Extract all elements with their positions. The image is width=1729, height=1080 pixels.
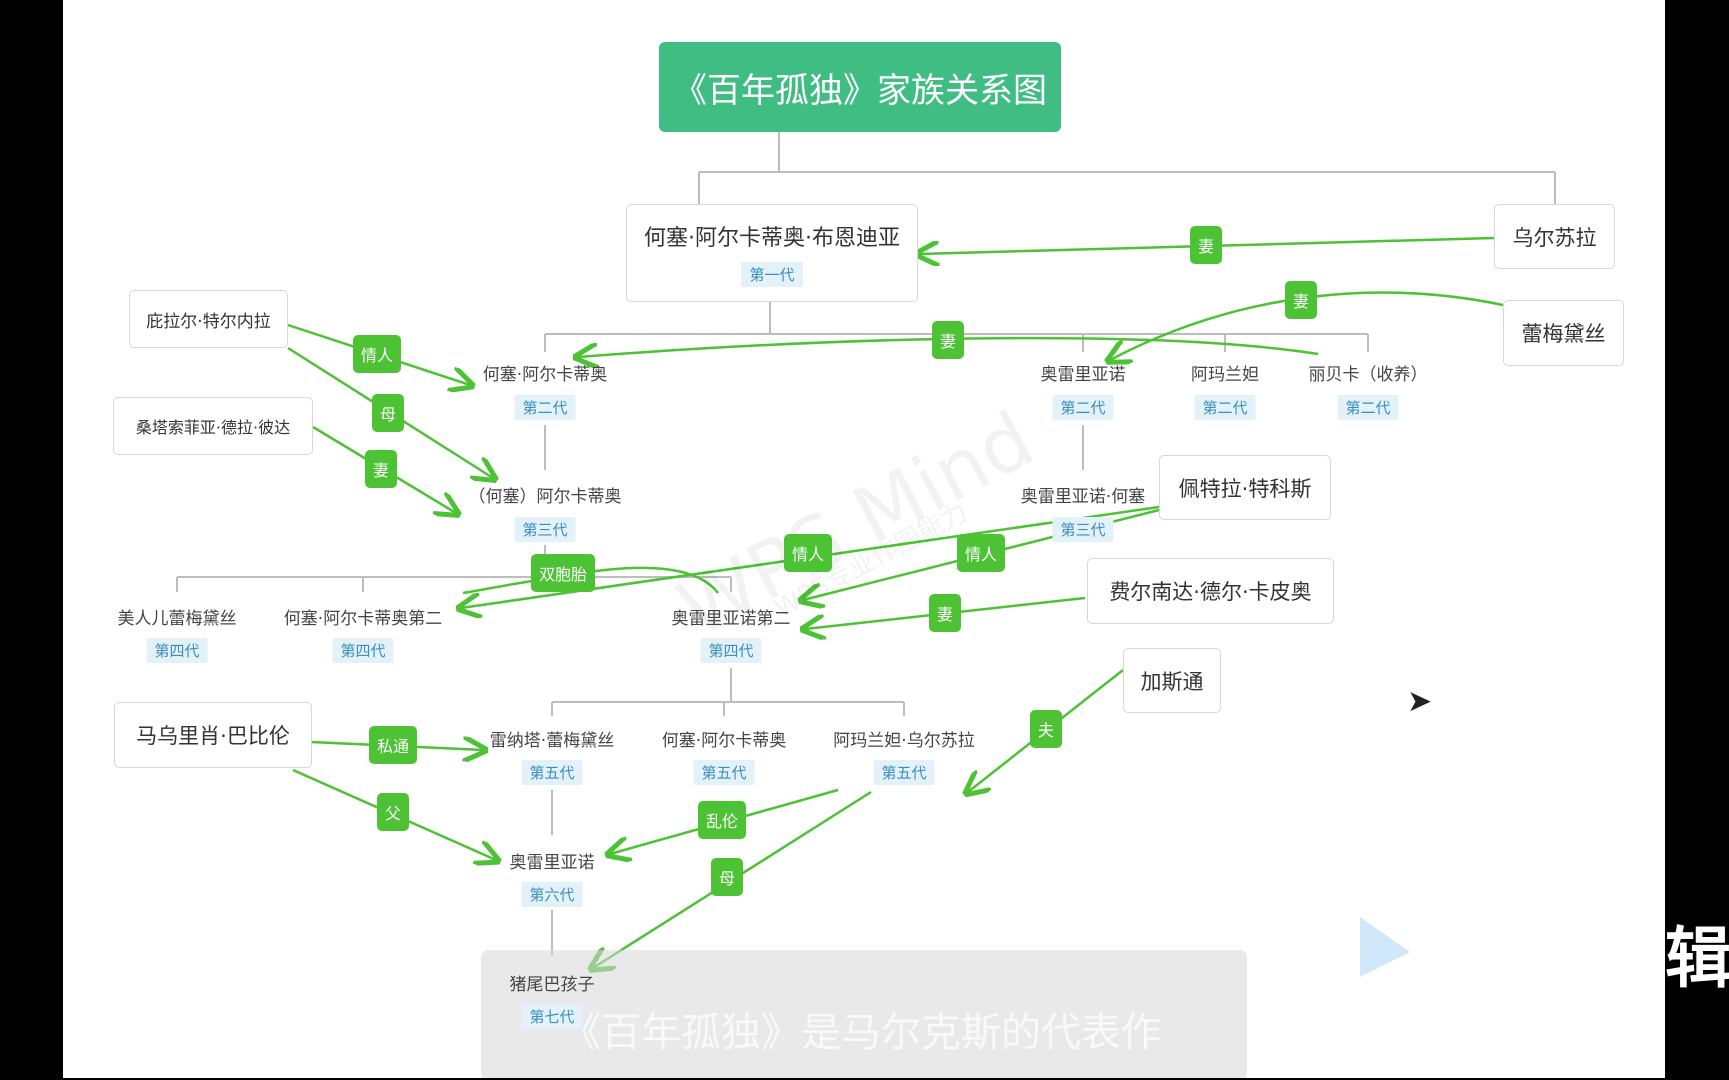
node-ja4[interactable]: 何塞·阿尔卡蒂奥第二	[283, 609, 443, 629]
gen-tag: 第二代	[1194, 395, 1256, 420]
node-amaranta5[interactable]: 阿玛兰妲·乌尔苏拉	[833, 731, 975, 751]
node-aur4[interactable]: 奥雷里亚诺第二	[671, 609, 791, 629]
node-ja5[interactable]: 何塞·阿尔卡蒂奥	[661, 731, 787, 751]
relation-wife-fernanda: 妻	[928, 594, 962, 632]
node-gaston[interactable]: 加斯通	[1123, 648, 1221, 713]
gen-tag: 第五代	[873, 760, 935, 785]
gen-tag: 第三代	[514, 517, 576, 542]
gen-tag: 第三代	[1052, 517, 1114, 542]
node-remedios4[interactable]: 美人儿蕾梅黛丝	[117, 609, 237, 629]
node-remedios[interactable]: 蕾梅黛丝	[1503, 300, 1624, 366]
node-patriarch-name: 何塞·阿尔卡蒂奥·布恩迪亚	[644, 225, 900, 251]
gen-tag: 第六代	[521, 882, 583, 907]
edge-caption-fragment: 辑	[1665, 920, 1729, 997]
node-aurjose3[interactable]: 奥雷里亚诺·何塞	[1020, 487, 1146, 507]
tree-line	[698, 132, 1556, 204]
diagram-title[interactable]: 《百年孤独》家族关系图	[659, 42, 1061, 132]
gen-tag: 第四代	[146, 638, 208, 663]
node-petra[interactable]: 佩特拉·特科斯	[1159, 455, 1331, 520]
relation-wife-santa: 妻	[364, 450, 398, 488]
node-patriarch[interactable]: 何塞·阿尔卡蒂奥·布恩迪亚 第一代	[626, 204, 918, 302]
relation-mother-pilar: 母	[371, 394, 405, 432]
relation-incest: 乱伦	[697, 801, 747, 839]
relation-lover-petra-2: 情人	[956, 534, 1006, 572]
relation-line	[578, 336, 1319, 357]
gen-tag: 第二代	[1052, 395, 1114, 420]
node-santa-sofia[interactable]: 桑塔索菲亚·德拉·彼达	[113, 397, 313, 455]
node-amaranta2[interactable]: 阿玛兰妲	[1191, 365, 1259, 385]
relation-husband-gaston: 夫	[1029, 710, 1063, 748]
relation-twins: 双胞胎	[530, 554, 596, 592]
relation-mother-amaranta: 母	[710, 858, 744, 896]
gen-tag: 第七代	[521, 1004, 583, 1029]
relation-wife-ursula: 妻	[1189, 226, 1223, 264]
diagram-canvas: WPS Mind WPS专业作图能力 《百年孤独》家族关系图 何塞·阿尔卡蒂奥·…	[63, 0, 1665, 1078]
relation-lover-pilar: 情人	[352, 335, 402, 373]
relation-lover-petra-1: 情人	[783, 534, 833, 572]
node-pig7[interactable]: 猪尾巴孩子	[509, 975, 595, 995]
relation-wife-rebeca: 妻	[931, 321, 965, 359]
relation-father-mauricio: 父	[376, 793, 410, 831]
gen-tag: 第五代	[693, 760, 755, 785]
video-caption-bar: 《百年孤独》是马尔克斯的代表作	[481, 950, 1247, 1078]
gen-tag: 第四代	[700, 638, 762, 663]
node-pilar[interactable]: 庇拉尔·特尔内拉	[129, 290, 288, 348]
node-fernanda[interactable]: 费尔南达·德尔·卡皮奥	[1087, 558, 1334, 624]
node-renata5[interactable]: 雷纳塔·蕾梅黛丝	[489, 731, 615, 751]
node-ursula[interactable]: 乌尔苏拉	[1494, 204, 1615, 269]
gen-tag: 第五代	[521, 760, 583, 785]
mouse-cursor-icon: ➤	[1407, 684, 1433, 719]
relation-affair-mauricio: 私通	[368, 726, 418, 764]
node-aur6[interactable]: 奥雷里亚诺	[509, 853, 595, 873]
video-caption-text: 《百年孤独》是马尔克斯的代表作	[561, 1010, 1161, 1056]
gen-tag: 第二代	[1337, 395, 1399, 420]
node-arcadio3[interactable]: （何塞）阿尔卡蒂奥	[468, 487, 622, 507]
gen-tag: 第二代	[514, 395, 576, 420]
node-aureliano2[interactable]: 奥雷里亚诺	[1040, 365, 1126, 385]
bilibili-logo-icon	[1360, 917, 1410, 977]
gen-tag: 第四代	[332, 638, 394, 663]
relation-wife-remedios: 妻	[1284, 281, 1318, 319]
node-ja2[interactable]: 何塞·阿尔卡蒂奥	[482, 365, 608, 385]
node-patriarch-gen: 第一代	[741, 261, 803, 287]
node-rebeca2[interactable]: 丽贝卡（收养）	[1308, 365, 1428, 385]
node-mauricio[interactable]: 马乌里肖·巴比伦	[114, 702, 312, 768]
tree-line	[551, 668, 905, 716]
